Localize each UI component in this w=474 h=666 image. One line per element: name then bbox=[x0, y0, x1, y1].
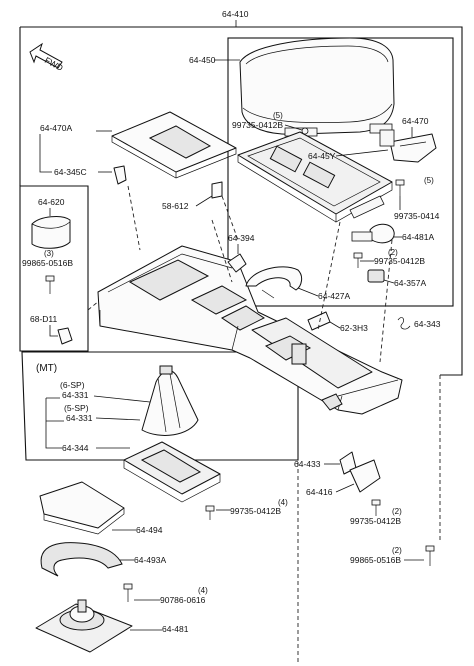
label-64-344: 64-344 bbox=[62, 443, 89, 453]
label-68-D11: 68-D11 bbox=[30, 314, 58, 324]
clip-part bbox=[57, 327, 73, 345]
cover-part bbox=[349, 459, 381, 493]
shift-base-part bbox=[35, 599, 133, 653]
label-64-493A: 64-493A bbox=[134, 555, 166, 565]
lock-bracket-part bbox=[379, 129, 437, 163]
label-99865-0516B-b: 99865-0516B bbox=[350, 555, 401, 565]
svg-text:(2): (2) bbox=[392, 546, 402, 555]
svg-text:(5-SP): (5-SP) bbox=[64, 403, 89, 413]
hinge-clip-part bbox=[351, 223, 395, 244]
svg-text:(6-SP): (6-SP) bbox=[60, 380, 85, 390]
label-64-331-5sp: 64-331 bbox=[66, 413, 93, 423]
screw-icon bbox=[353, 252, 363, 268]
svg-text:(5): (5) bbox=[424, 176, 434, 185]
label-64-470A: 64-470A bbox=[40, 123, 72, 133]
svg-text:(4): (4) bbox=[198, 586, 208, 595]
label-99735-0412B-b: 99735-0412B bbox=[374, 256, 425, 266]
mt-group-frame bbox=[21, 351, 299, 461]
spring-clip-part bbox=[397, 317, 411, 330]
label-99735-0414: 99735-0414 bbox=[394, 211, 440, 221]
center-console-part bbox=[97, 245, 403, 415]
svg-text:(3): (3) bbox=[44, 249, 54, 258]
lid-base-part bbox=[237, 131, 393, 223]
tray-group-frame bbox=[19, 185, 89, 352]
fwd-arrow-icon: FWD bbox=[29, 42, 65, 73]
label-64-481A: 64-481A bbox=[402, 232, 434, 242]
mt-label: (MT) bbox=[36, 363, 57, 374]
label-64-433: 64-433 bbox=[294, 459, 321, 469]
screw-icon bbox=[371, 499, 381, 516]
label-64-450: 64-450 bbox=[189, 55, 216, 65]
bolt-icon bbox=[123, 583, 133, 602]
screw-icon bbox=[205, 505, 215, 520]
grommet-part bbox=[211, 181, 223, 199]
label-64-494: 64-494 bbox=[136, 525, 163, 535]
label-64-343: 64-343 bbox=[414, 319, 441, 329]
label-99735-0412B-d: 99735-0412B bbox=[350, 516, 401, 526]
label-99865-0516B-a: 99865-0516B bbox=[22, 258, 73, 268]
bracket-part bbox=[227, 253, 247, 273]
screw-icon bbox=[425, 545, 435, 566]
svg-text:FWD: FWD bbox=[43, 55, 65, 73]
label-99735-0412B-c: 99735-0412B bbox=[230, 506, 281, 516]
shift-boot-part bbox=[141, 365, 199, 436]
label-58-612: 58-612 bbox=[162, 201, 189, 211]
svg-text:(4): (4) bbox=[278, 498, 288, 507]
insulator-pad-part bbox=[39, 481, 125, 535]
rubber-stopper-part bbox=[367, 269, 385, 283]
label-64-45Y: 64-45Y bbox=[308, 151, 336, 161]
svg-text:(2): (2) bbox=[392, 507, 402, 516]
screw-icon bbox=[301, 127, 309, 135]
svg-text:(2): (2) bbox=[388, 248, 398, 257]
coin-tray-part bbox=[31, 216, 71, 249]
seal-ring-part bbox=[40, 542, 123, 577]
label-64-331-6sp: 64-331 bbox=[62, 390, 89, 400]
assembly-frame bbox=[19, 26, 463, 376]
boot-frame-part bbox=[123, 441, 221, 503]
label-90786-0616: 90786-0616 bbox=[160, 595, 206, 605]
label-99735-0412B-a: 99735-0412B bbox=[232, 120, 283, 130]
screw-icon bbox=[45, 275, 55, 294]
label-64-470: 64-470 bbox=[402, 116, 429, 126]
screw-icon bbox=[395, 179, 405, 196]
label-64-345C: 64-345C bbox=[54, 167, 87, 177]
label-64-416: 64-416 bbox=[306, 487, 333, 497]
label-64-620: 64-620 bbox=[38, 197, 65, 207]
shift-bezel-part bbox=[111, 111, 237, 179]
label-64-394: 64-394 bbox=[228, 233, 255, 243]
handle-part bbox=[245, 266, 303, 299]
label-64-357A: 64-357A bbox=[394, 278, 426, 288]
clip-part bbox=[113, 165, 127, 185]
label-64-427A: 64-427A bbox=[318, 291, 350, 301]
label-62-3H3: 62-3H3 bbox=[340, 323, 368, 333]
label-64-481: 64-481 bbox=[162, 624, 189, 634]
svg-text:(5): (5) bbox=[273, 111, 283, 120]
assembly-label: 64-410 bbox=[222, 9, 249, 19]
